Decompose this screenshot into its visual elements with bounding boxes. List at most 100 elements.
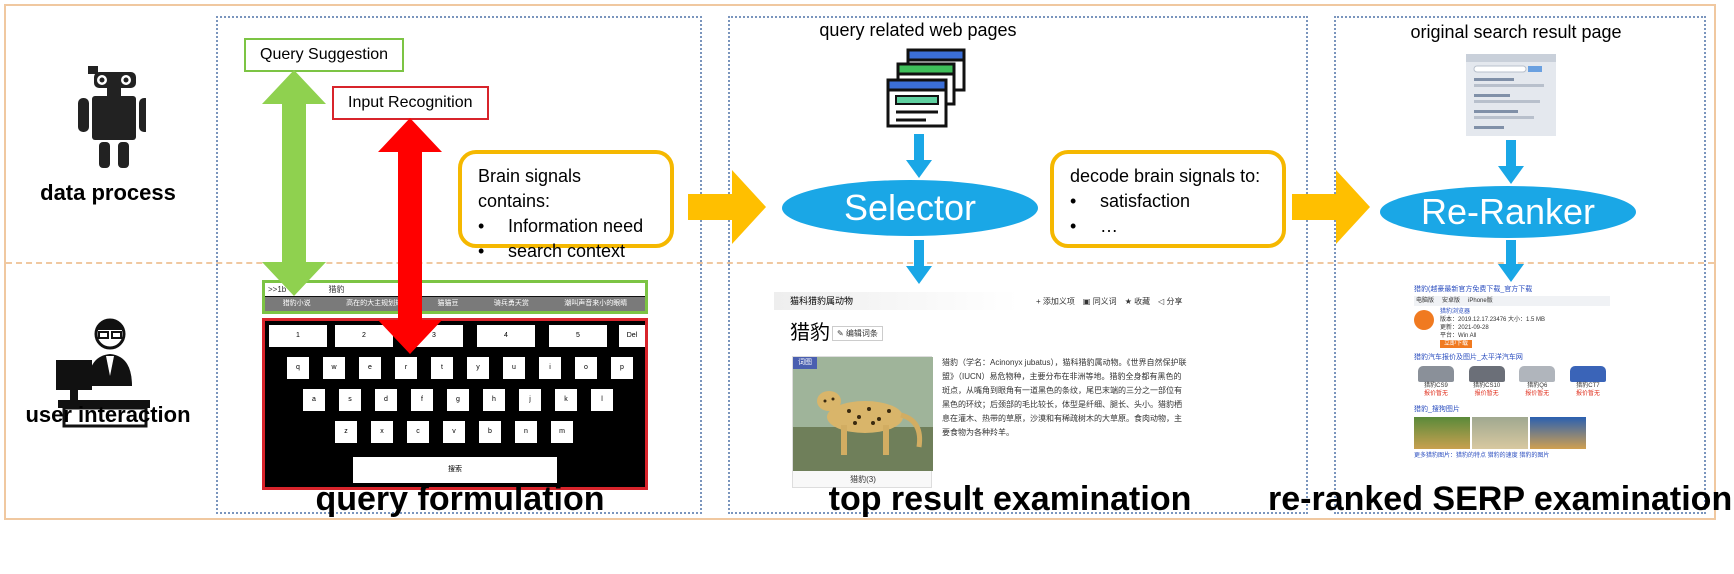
car-card[interactable]: 猎豹CT7 报价暂无: [1566, 366, 1610, 398]
key-delete[interactable]: Del: [619, 325, 645, 347]
serp-thumbnail-icon: [1466, 54, 1556, 136]
car-label: 猎豹CS9: [1424, 383, 1448, 389]
serp-tab[interactable]: 安卓版: [1442, 298, 1461, 304]
green-double-arrow: [262, 70, 326, 296]
key-o[interactable]: o: [575, 357, 597, 379]
result-title: 猎豹: [790, 322, 830, 344]
reranker-node: Re-Ranker: [1380, 186, 1636, 238]
car-card[interactable]: 猎豹CS10 报价暂无: [1465, 366, 1509, 398]
app-version: 版本：2019.12.17.23476 大小：1.5 MB: [1440, 317, 1546, 323]
result-header: 猫科猎豹属动物: [774, 292, 1018, 310]
key-5[interactable]: 5: [549, 325, 607, 347]
decode-title: decode brain signals to:: [1070, 166, 1261, 186]
reranked-serp: 猎豹(越豪最新官方免费下载_官方下载 电脑版 安卓版 iPhone版 猎豹浏览器…: [1414, 286, 1610, 492]
cheetah-thumb[interactable]: [1472, 417, 1528, 449]
key-l[interactable]: l: [591, 389, 613, 411]
key-t[interactable]: t: [431, 357, 453, 379]
synonym-link[interactable]: ▣ 同义词: [1082, 297, 1117, 306]
key-b[interactable]: b: [479, 421, 501, 443]
red-double-arrow: [378, 118, 442, 354]
row-divider: [6, 262, 1714, 264]
brain-signal-item: Information need: [478, 214, 654, 239]
key-k[interactable]: k: [555, 389, 577, 411]
blue-arrow-down-icon: [1498, 240, 1524, 282]
search-key[interactable]: 搜索: [353, 457, 557, 483]
app-logo-icon: [1414, 310, 1434, 330]
key-w[interactable]: w: [323, 357, 345, 379]
image-strip: [1414, 417, 1610, 449]
key-2[interactable]: 2: [335, 325, 393, 347]
selector-node: Selector: [782, 180, 1038, 236]
decode-item: satisfaction: [1070, 189, 1266, 214]
brain-signals-title: Brain signals contains:: [478, 166, 582, 211]
row-label-data-process: data process: [40, 180, 176, 205]
serp-result-link[interactable]: 猎豹汽车报价及图片_太平洋汽车网: [1414, 354, 1523, 361]
serp-footer-links[interactable]: 更多猎豹图片：猎豹的特点 猎豹的速度 猎豹的图片: [1414, 453, 1550, 459]
car-price: 报价暂无: [1423, 391, 1448, 397]
key-g[interactable]: g: [447, 389, 469, 411]
key-x[interactable]: x: [371, 421, 393, 443]
key-j[interactable]: j: [519, 389, 541, 411]
serp-tab[interactable]: 电脑版: [1416, 298, 1435, 304]
row-label-user-interaction: user interaction: [25, 402, 191, 427]
serp-result-link[interactable]: 猎豹(越豪最新官方免费下载_官方下载: [1414, 286, 1533, 293]
edit-entry-button[interactable]: ✎ 编辑词条: [832, 326, 883, 341]
car-card[interactable]: 猎豹CS9 报价暂无: [1414, 366, 1458, 398]
app-name[interactable]: 猎豹浏览器: [1440, 309, 1471, 315]
key-r[interactable]: r: [395, 357, 417, 379]
share-link[interactable]: ◁ 分享: [1158, 297, 1183, 306]
car-label: 猎豹CS10: [1473, 383, 1501, 389]
favorite-link[interactable]: ★ 收藏: [1124, 297, 1151, 306]
query-formulation-panel: [216, 16, 702, 514]
car-price: 报价暂无: [1575, 391, 1600, 397]
suggestion-item[interactable]: 猫猫豆: [437, 300, 459, 307]
decode-item: …: [1070, 214, 1266, 239]
key-q[interactable]: q: [287, 357, 309, 379]
android-robot-icon: [78, 66, 146, 168]
key-p[interactable]: p: [611, 357, 633, 379]
key-i[interactable]: i: [539, 357, 561, 379]
brain-signal-item: search context: [478, 239, 654, 264]
key-n[interactable]: n: [515, 421, 537, 443]
input-prefix: >>1b: [268, 285, 287, 294]
key-e[interactable]: e: [359, 357, 381, 379]
suggestion-item[interactable]: 高在的大主规划规: [346, 300, 403, 307]
suggestion-list: 猎豹小说 高在的大主规划规 猫猫豆 骑兵勇天赏 潮叫声音来小的眼睛: [265, 297, 645, 311]
result-image-card: 词图 猎豹(3): [792, 356, 933, 488]
key-1[interactable]: 1: [269, 325, 327, 347]
query-suggestion-label: Query Suggestion: [244, 38, 405, 72]
virtual-keyboard: 1 2 3 4 5 Del q w e r t y u i o p a s d …: [262, 318, 648, 490]
rerank-panel: [1334, 16, 1706, 514]
suggestion-item[interactable]: 潮叫声音来小的眼睛: [564, 300, 628, 307]
key-c[interactable]: c: [407, 421, 429, 443]
car-price: 报价暂无: [1474, 391, 1499, 397]
user-at-computer-icon: [56, 318, 150, 428]
car-card[interactable]: 猎豹Q6 报价暂无: [1515, 366, 1559, 398]
download-button[interactable]: 立即下载: [1440, 340, 1473, 348]
suggestion-item[interactable]: 猎豹小说: [282, 300, 311, 307]
image-tag: 词图: [793, 357, 817, 369]
car-label: 猎豹CT7: [1576, 383, 1600, 389]
key-s[interactable]: s: [339, 389, 361, 411]
car-row: 猎豹CS9 报价暂无 猎豹CS10 报价暂无 猎豹Q6 报价暂无 猎豹CT7 报…: [1414, 366, 1610, 398]
key-u[interactable]: u: [503, 357, 525, 379]
serp-tab[interactable]: iPhone版: [1468, 298, 1493, 304]
key-h[interactable]: h: [483, 389, 505, 411]
key-y[interactable]: y: [467, 357, 489, 379]
serp-result-link[interactable]: 猎豹_搜狗图片: [1414, 406, 1460, 413]
cheetah-thumb[interactable]: [1530, 417, 1586, 449]
web-pages-icon: [886, 48, 966, 128]
column-label-rerank: re-ranked SERP examination: [1268, 480, 1733, 518]
key-f[interactable]: f: [411, 389, 433, 411]
key-m[interactable]: m: [551, 421, 573, 443]
decode-callout: decode brain signals to: satisfaction …: [1050, 150, 1286, 248]
serp-app-card: 猎豹浏览器 版本：2019.12.17.23476 大小：1.5 MB 更新：2…: [1414, 308, 1610, 348]
cheetah-thumb[interactable]: [1414, 417, 1470, 449]
suggestion-item[interactable]: 骑兵勇天赏: [493, 300, 529, 307]
add-entry-link[interactable]: + 添加义项: [1036, 297, 1075, 306]
key-v[interactable]: v: [443, 421, 465, 443]
key-d[interactable]: d: [375, 389, 397, 411]
key-4[interactable]: 4: [477, 325, 535, 347]
key-z[interactable]: z: [335, 421, 357, 443]
key-a[interactable]: a: [303, 389, 325, 411]
